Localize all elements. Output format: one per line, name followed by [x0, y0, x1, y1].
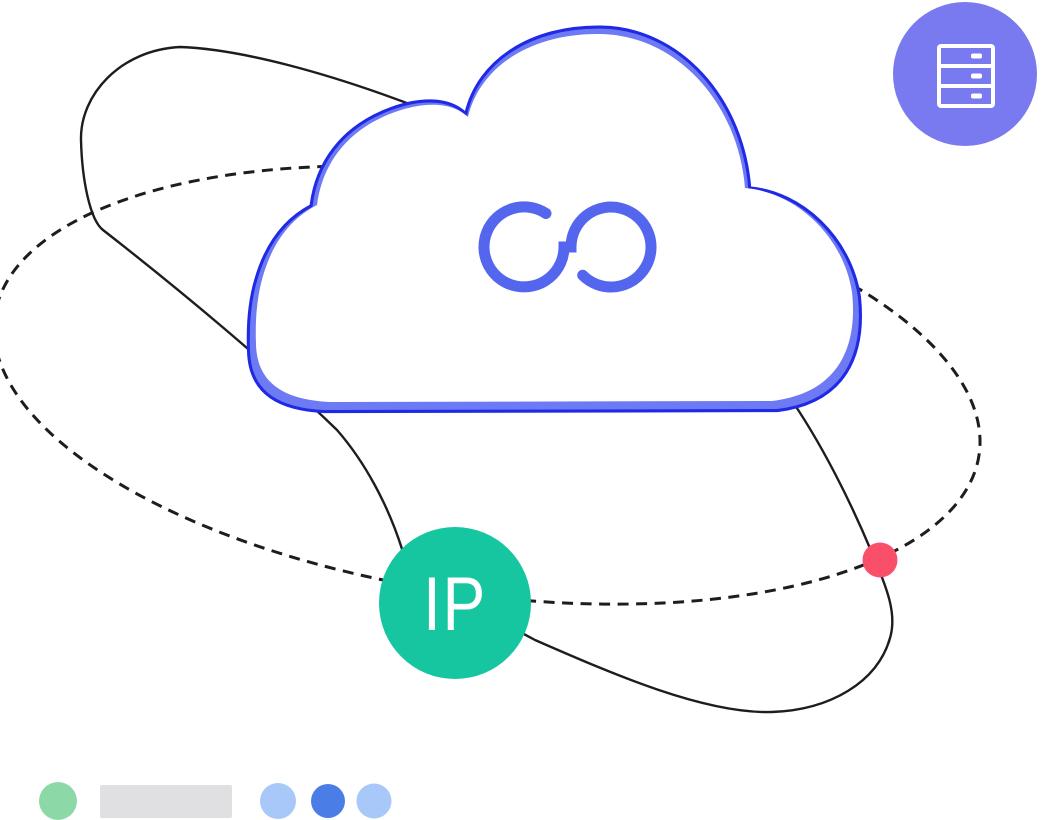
ip-badge-circle [379, 527, 531, 679]
server-badge [893, 2, 1037, 146]
ip-badge: IP [379, 527, 531, 679]
infinity-cloud-logo-icon [478, 201, 657, 293]
footer-blue-dot-3 [356, 783, 392, 819]
footer-blue-dot-1 [260, 783, 296, 819]
footer-gray-bar [100, 785, 232, 818]
footer-green-dot [39, 782, 77, 820]
server-rack-icon [937, 44, 995, 108]
ip-label: IP [423, 562, 487, 647]
footer-blue-dot-2 [311, 784, 345, 818]
cloud-body [255, 33, 854, 402]
footer-decorations [39, 782, 392, 820]
satellite-dot [862, 542, 898, 578]
server-badge-circle [893, 2, 1037, 146]
